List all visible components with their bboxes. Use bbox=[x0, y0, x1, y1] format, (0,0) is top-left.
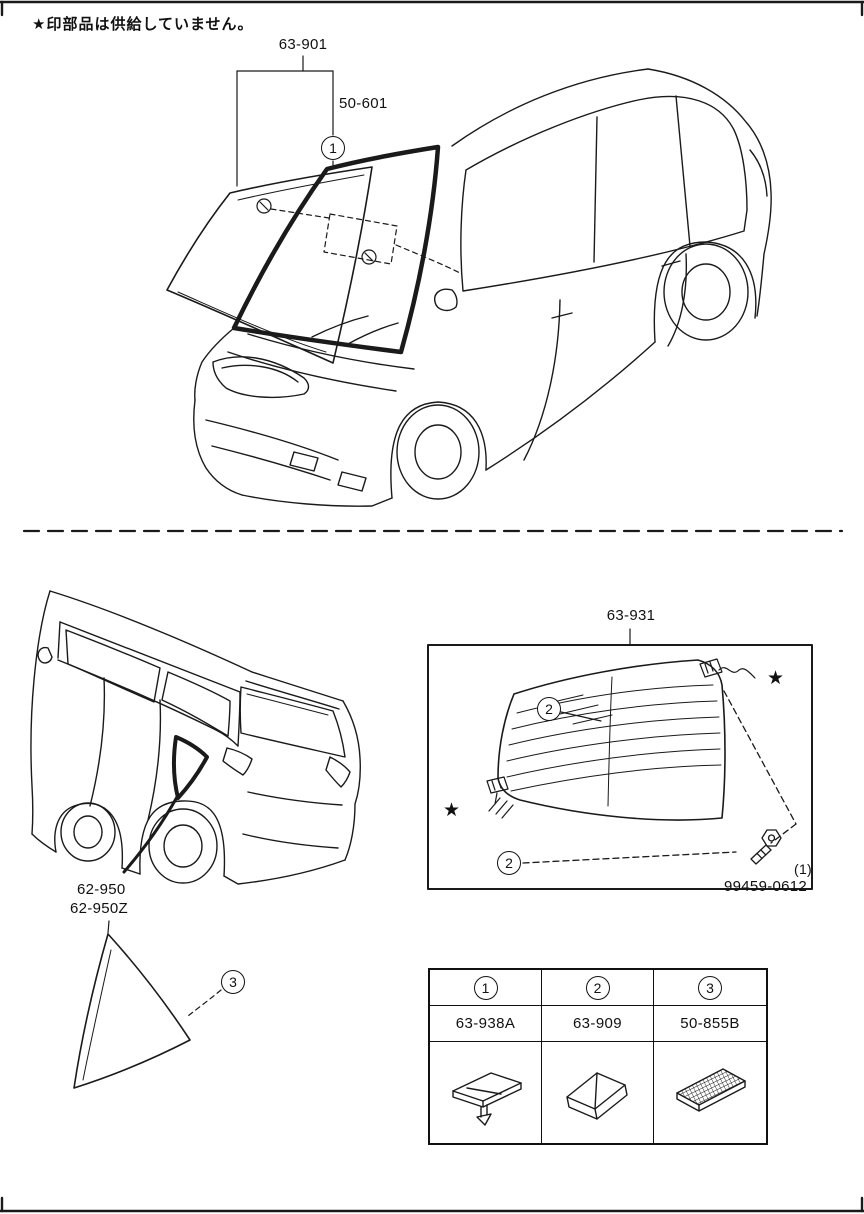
windshield-molding-label[interactable]: 50-601 bbox=[339, 95, 388, 112]
legend-part-number-1[interactable]: 63-938A bbox=[430, 1006, 542, 1042]
legend-header-2: 2 bbox=[542, 970, 654, 1006]
callout-2-back-glass-top[interactable]: 2 bbox=[537, 697, 561, 721]
legend-icon-cell-3 bbox=[654, 1042, 766, 1143]
callout-3-quarter-glass[interactable]: 3 bbox=[221, 970, 245, 994]
supply-note: ★印部品は供給していません。 bbox=[32, 16, 254, 33]
legend-callout-3[interactable]: 3 bbox=[698, 975, 722, 1000]
quarter-glass-label-b[interactable]: 62-950Z bbox=[70, 900, 128, 917]
legend-table: 1 2 3 63-938A 63-909 50-855B bbox=[428, 968, 768, 1145]
defroster-lines bbox=[506, 676, 722, 807]
bolt-drawing bbox=[750, 829, 782, 865]
rear-car-drawing bbox=[30, 590, 361, 885]
bolt-callout-label[interactable]: (1) bbox=[794, 861, 813, 877]
not-supplied-star-top: ★ bbox=[767, 668, 785, 689]
legend-callout-1[interactable]: 1 bbox=[473, 975, 498, 1000]
mirror-mount-dashed-outline bbox=[270, 208, 461, 274]
hinge-clip-detail-left bbox=[486, 776, 514, 819]
legend-part-number-3[interactable]: 50-855B bbox=[654, 1006, 766, 1042]
bolt-dashed-leader-lines bbox=[522, 690, 797, 864]
legend-callout-2[interactable]: 2 bbox=[585, 975, 610, 1000]
front-label-leader-lines bbox=[236, 55, 334, 187]
legend-header-3: 3 bbox=[654, 970, 766, 1006]
windshield-molding-outline bbox=[231, 144, 441, 355]
not-supplied-star-left: ★ bbox=[443, 800, 461, 821]
callout-1-windshield[interactable]: 1 bbox=[321, 136, 345, 160]
glass-spacer-icon bbox=[565, 1071, 628, 1120]
legend-icon-cell-2 bbox=[542, 1042, 654, 1143]
hinge-clip-detail-top bbox=[699, 658, 756, 679]
windshield-glass-label[interactable]: 63-901 bbox=[278, 36, 328, 53]
back-glass-label[interactable]: 63-931 bbox=[606, 607, 656, 624]
quarter-glass-label-a[interactable]: 62-950 bbox=[77, 881, 126, 898]
rear-glass-drawing bbox=[486, 658, 797, 865]
callout-2-back-glass-bottom[interactable]: 2 bbox=[497, 851, 521, 875]
quarter-glass-drawing bbox=[73, 920, 222, 1089]
bolt-part-number-label[interactable]: 99459-0612 bbox=[724, 878, 808, 895]
legend-part-number-2[interactable]: 63-909 bbox=[542, 1006, 654, 1042]
legend-icon-cell-1 bbox=[430, 1042, 542, 1143]
front-car-drawing bbox=[193, 68, 772, 507]
molding-clip-icon bbox=[451, 1071, 522, 1126]
windshield-glass-drawing bbox=[166, 166, 461, 364]
legend-header-1: 1 bbox=[430, 970, 542, 1006]
rear-glass-box bbox=[427, 628, 813, 890]
mesh-pad-icon bbox=[676, 1067, 746, 1112]
